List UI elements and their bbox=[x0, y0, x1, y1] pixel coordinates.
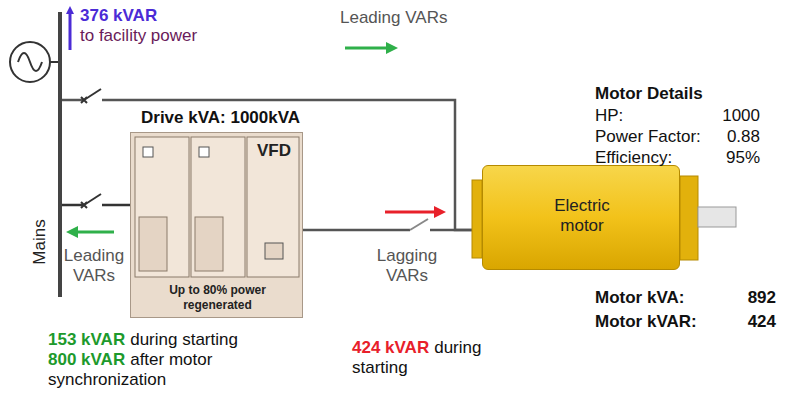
ac-source bbox=[10, 42, 50, 82]
label-row: 376 kVAR bbox=[80, 6, 157, 26]
drive-name: VFD bbox=[257, 141, 291, 161]
label-row: Efficiency: bbox=[595, 148, 672, 168]
var-label: Leading VARs bbox=[64, 246, 125, 285]
table-heading: Motor Details bbox=[595, 84, 703, 103]
drive-rating: Drive kVA: 1000kVA bbox=[141, 108, 300, 128]
label-row: 892 bbox=[710, 288, 776, 308]
var-label: Leading VARs bbox=[340, 8, 447, 27]
label-row: Leading VARs bbox=[62, 246, 126, 286]
label-row: 153 kVAR during starting bbox=[48, 330, 238, 350]
var-value: 800 kVAR bbox=[48, 350, 125, 369]
var-value: 153 kVAR bbox=[48, 330, 125, 349]
electric-motor: Electric motor bbox=[482, 165, 680, 270]
label-row: Motor Details bbox=[595, 84, 703, 104]
var-arrow bbox=[345, 47, 392, 50]
label-row: 424 kVARduring starting bbox=[352, 338, 512, 378]
table-value: 95% bbox=[726, 148, 760, 167]
table-key: Motor kVA: bbox=[595, 288, 684, 307]
power-line bbox=[62, 204, 130, 207]
label-row: HP: bbox=[595, 106, 623, 126]
table-value: 424 bbox=[748, 312, 776, 331]
table-key: Power Factor: bbox=[595, 127, 701, 146]
label-row: Motor kVAR: bbox=[595, 312, 697, 332]
label-row: Lagging VARs bbox=[372, 246, 442, 286]
motor-end-cap bbox=[472, 180, 482, 258]
label-row: 1000 bbox=[690, 106, 760, 126]
label-row: 800 kVARafter motor synchronization bbox=[48, 350, 273, 390]
regen-note: Up to 80% power regenerated bbox=[151, 283, 284, 313]
table-value: 0.88 bbox=[727, 127, 760, 146]
bus-label: Mains bbox=[30, 212, 50, 272]
var-arrow bbox=[72, 231, 114, 234]
var-value: 376 kVAR bbox=[80, 6, 157, 25]
vfd-cabinet: Drive kVA: 1000kVAVFDUp to 80% power reg… bbox=[130, 132, 303, 318]
label-row: Power Factor: bbox=[595, 127, 701, 147]
label-row: 95% bbox=[690, 148, 760, 168]
label-row: 424 bbox=[710, 312, 776, 332]
var-value: 424 kVAR bbox=[352, 338, 429, 357]
table-value: 892 bbox=[748, 288, 776, 307]
table-key: HP: bbox=[595, 106, 623, 125]
table-key: Motor kVAR: bbox=[595, 312, 697, 331]
motor-shaft bbox=[698, 207, 736, 227]
var-arrow bbox=[69, 10, 72, 50]
table-key: Efficiency: bbox=[595, 148, 672, 167]
var-label: Lagging VARs bbox=[377, 246, 438, 285]
label-row: to facility power bbox=[80, 26, 197, 46]
table-value: 1000 bbox=[722, 106, 760, 125]
label-row: Motor kVA: bbox=[595, 288, 684, 308]
sine-symbol bbox=[18, 53, 42, 71]
motor-name: Electric motor bbox=[533, 196, 631, 236]
motor-flange bbox=[680, 176, 698, 260]
var-arrow bbox=[385, 211, 440, 214]
label-row: 0.88 bbox=[690, 127, 760, 147]
label-row: Leading VARs bbox=[340, 8, 447, 28]
flow-note: to facility power bbox=[80, 26, 197, 45]
flow-note: during starting bbox=[130, 330, 238, 349]
mains-bus: Mains bbox=[18, 12, 62, 297]
